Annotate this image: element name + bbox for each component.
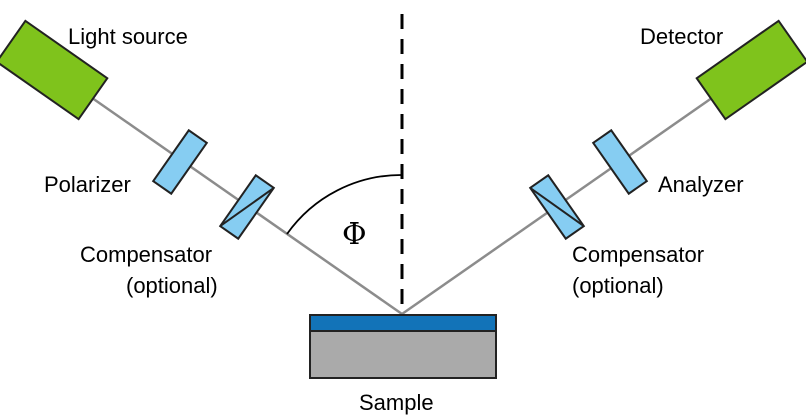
compensator-right-element [528, 173, 586, 241]
sample-film [309, 314, 497, 332]
incident-beam [51, 68, 403, 316]
sample-substrate [309, 330, 497, 379]
light-source-label: Light source [68, 24, 188, 49]
compensator-left-element [218, 173, 276, 241]
angle-phi-label: Φ [342, 217, 367, 252]
polarizer-element [151, 128, 209, 196]
detector-box [695, 19, 806, 121]
compensator-right-label: Compensator [572, 242, 704, 267]
detector-label: Detector [640, 24, 723, 49]
compensator-right-optional-label: (optional) [572, 273, 664, 298]
analyzer-label: Analyzer [658, 172, 744, 197]
sample-label: Sample [359, 390, 434, 415]
light-source-box [0, 19, 109, 121]
angle-arc [286, 174, 403, 235]
analyzer-element [591, 128, 649, 196]
compensator-left-label: Compensator [80, 242, 212, 267]
reflected-beam [401, 68, 753, 316]
polarizer-label: Polarizer [44, 172, 131, 197]
compensator-left-optional-label: (optional) [126, 273, 218, 298]
